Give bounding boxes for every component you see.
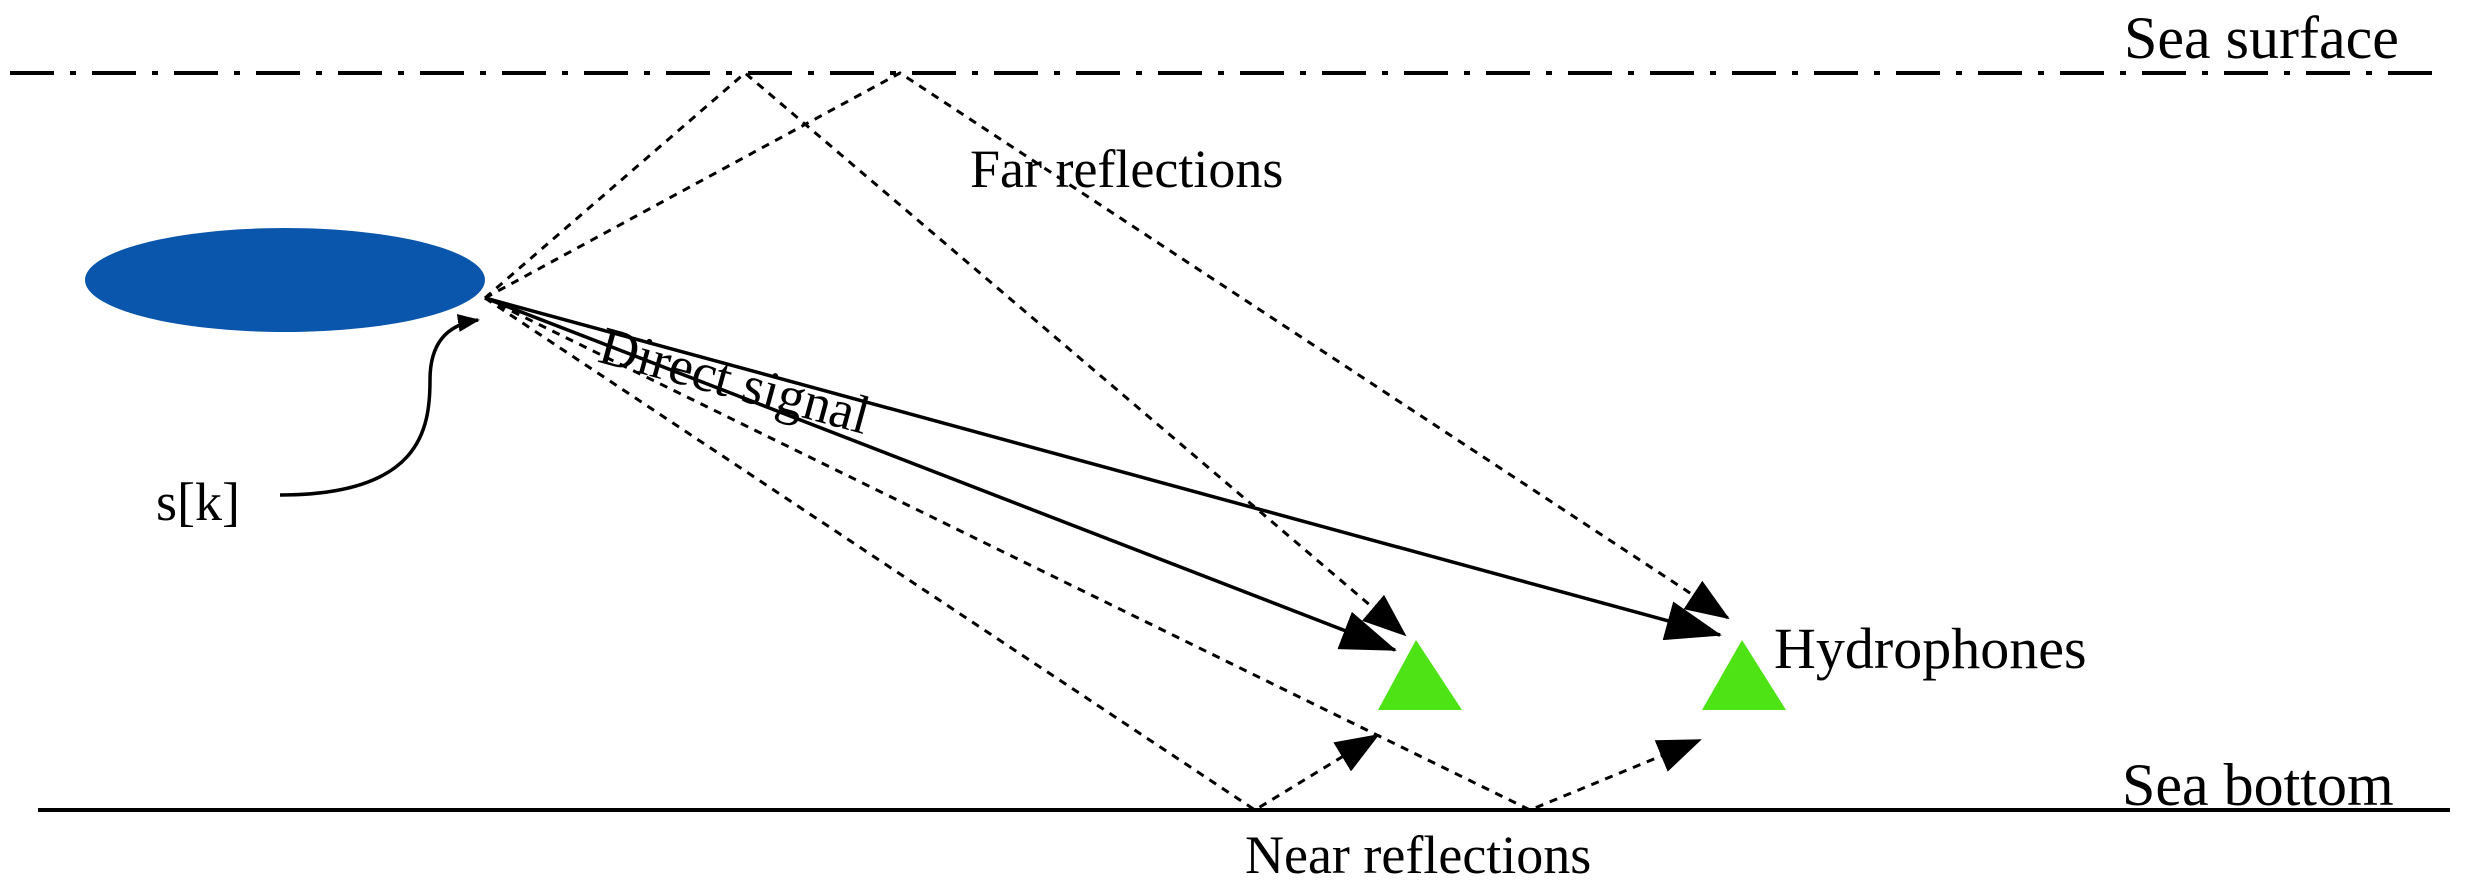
triangle-hydrophone-icon (1702, 640, 1786, 710)
far-reflection-paths (484, 71, 1730, 637)
far-reflection-path-1 (484, 71, 1407, 637)
sea-bottom-label: Sea bottom (2122, 752, 2394, 818)
far-reflections-label: Far reflections (970, 139, 1284, 199)
triangle-hydrophone-icon (1378, 640, 1462, 710)
direct-signal-path-2 (484, 296, 1722, 641)
direct-signal-path-1 (484, 296, 1397, 652)
hydrophones-label: Hydrophones (1774, 616, 2087, 681)
ellipse-source-icon (85, 228, 485, 332)
near-reflection-paths (484, 296, 1702, 812)
near-reflection-path-1 (484, 296, 1380, 812)
sea-surface-label: Sea surface (2124, 5, 2399, 71)
source-signal-arrow (279, 314, 480, 497)
direct-signal-paths (484, 296, 1722, 652)
source-signal-label: s[k] (156, 472, 240, 532)
far-reflection-path-2 (484, 71, 1730, 620)
near-reflections-label: Near reflections (1245, 825, 1592, 885)
